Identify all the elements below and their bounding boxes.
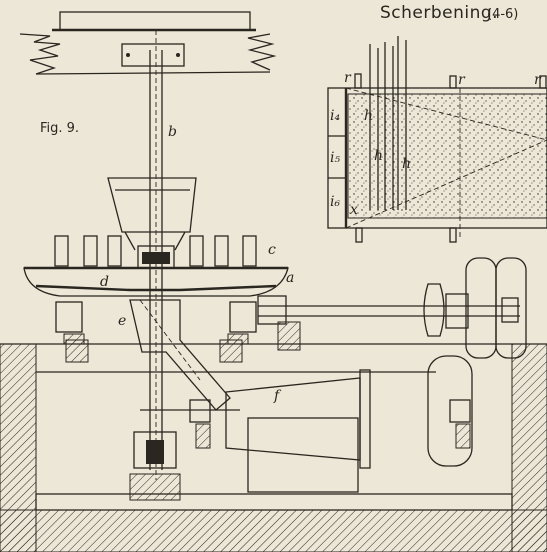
inset-detail — [327, 36, 547, 243]
label-i4: i₄ — [330, 108, 340, 124]
plate-author: Scherbening. — [380, 3, 498, 23]
label-h1: h — [364, 108, 373, 124]
label-h2: h — [374, 148, 383, 164]
feed-hopper — [107, 177, 197, 251]
rotary-drum — [140, 369, 471, 493]
label-f: f — [273, 388, 282, 404]
ceiling-beam — [19, 11, 277, 75]
label-h3: h — [402, 156, 411, 172]
label-r3: r — [534, 72, 542, 88]
figure-label: Fig. 9. — [40, 121, 79, 136]
label-b: b — [168, 124, 177, 140]
label-r2: r — [458, 72, 466, 88]
label-r1: r — [344, 70, 352, 86]
drive-shaft — [257, 283, 520, 337]
discharge-chute — [129, 299, 231, 411]
label-e: e — [118, 313, 126, 329]
pulleys — [427, 257, 527, 467]
label-a: a — [286, 270, 294, 286]
shaft-foot — [129, 431, 181, 501]
rollers — [55, 301, 257, 345]
plate-reference: (4-6) — [487, 7, 518, 22]
label-i6: i₆ — [330, 194, 340, 210]
label-c: c — [268, 242, 276, 258]
label-x: x — [350, 202, 358, 218]
label-i5: i₅ — [330, 150, 340, 166]
grinding-pan — [23, 235, 289, 297]
foundation — [0, 321, 547, 552]
label-d: d — [100, 274, 109, 290]
